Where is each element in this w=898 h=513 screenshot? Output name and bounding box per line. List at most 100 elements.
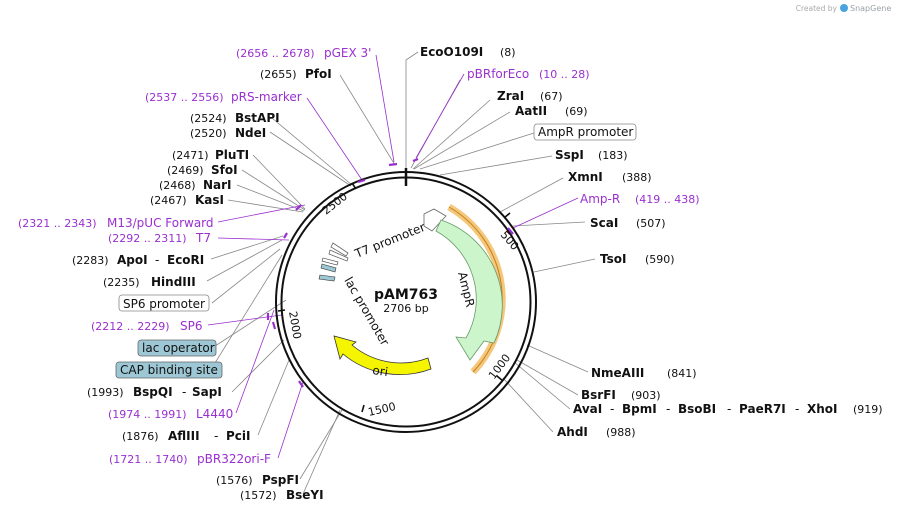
t7-promoter-arrows (328, 242, 349, 262)
label-sapi: SapI (192, 385, 222, 399)
ampr-promoter-box (533, 123, 637, 141)
label-aatii: AatII (515, 104, 547, 118)
label-xmni: XmnI (568, 170, 603, 184)
pos-prs-marker: (2537 .. 2556) (145, 91, 224, 104)
pos-scai: (507) (636, 217, 666, 230)
label-ecoo109i: EcoO109I (420, 45, 483, 59)
pos-sfoi: (2469) (167, 164, 204, 177)
label-ampr-promoter: AmpR promoter (538, 125, 633, 139)
label-ecori: EcoRI (167, 253, 204, 267)
label-bsobi: BsoBI (678, 402, 716, 416)
backbone (275, 168, 537, 433)
pos-bspqi: (1993) (87, 386, 124, 399)
pos-nmeaiii: (841) (667, 367, 697, 380)
lac-operator-box (137, 339, 217, 357)
pos-m13puc: (2321 .. 2343) (18, 217, 97, 230)
pos-pfoi: (2655) (260, 68, 297, 81)
pos-sp6: (2212 .. 2229) (91, 320, 170, 333)
label-cap-binding: CAP binding site (120, 363, 218, 377)
label-ahdi: AhdI (557, 425, 588, 439)
right-labels: EcoO109I (8) pBRforEco (10 .. 28) ZraI (… (420, 45, 883, 439)
sep-afliii: - (214, 429, 218, 443)
label-avai: AvaI (573, 402, 602, 416)
credit-brand: SnapGene (850, 4, 891, 13)
pos-pbrforeco: (10 .. 28) (539, 68, 590, 81)
label-sfoi: SfoI (211, 163, 238, 177)
ruler (277, 182, 511, 413)
label-ndei: NdeI (235, 126, 266, 140)
label-pbr322ori-f: pBR322ori-F (197, 452, 271, 466)
label-nmeaiii: NmeAIII (591, 366, 644, 380)
label-pgex3: pGEX 3' (324, 46, 371, 60)
pos-pspfi: (1576) (216, 474, 253, 487)
pos-hindiii: (2235) (103, 276, 140, 289)
pos-apoi: (2283) (72, 254, 109, 267)
label-prs-marker: pRS-marker (231, 90, 302, 104)
ampr-feature (435, 219, 503, 361)
sep-paer7i: - (795, 402, 799, 416)
pos-aatii: (69) (565, 105, 588, 118)
snapgene-logo-icon (840, 4, 848, 12)
ruler-label-2000: 2000 (286, 310, 304, 340)
cap-binding-box (115, 361, 223, 379)
label-pluti: PluTI (215, 148, 249, 162)
ori-feature (333, 335, 432, 375)
plasmid-size: 2706 bp (383, 302, 428, 315)
label-t7: T7 (195, 231, 211, 245)
sep-bpmi: - (666, 402, 670, 416)
label-zrai: ZraI (497, 89, 524, 103)
sp6-promoter-box (118, 294, 210, 312)
credit: Created by SnapGene (796, 4, 891, 13)
credit-prefix: Created by (796, 4, 838, 13)
left-labels: (2656 .. 2678) pGEX 3' (2655) PfoI (2537… (18, 46, 371, 502)
pos-xmni: (388) (622, 171, 652, 184)
label-pbrforeco: pBRforEco (467, 67, 529, 81)
ori-label: ori (372, 363, 389, 379)
pos-ahdi: (988) (606, 426, 636, 439)
label-bseyi: BseYI (286, 488, 324, 502)
pos-xhoi: (919) (853, 403, 883, 416)
pos-kasi: (2467) (150, 194, 187, 207)
label-apoi: ApoI (117, 253, 148, 267)
pos-zrai: (67) (540, 90, 563, 103)
pos-t7: (2292 .. 2311) (108, 232, 187, 245)
sep-bspqi: - (182, 385, 186, 399)
label-kasi: KasI (195, 193, 224, 207)
primer-leader-lines (207, 54, 579, 459)
primer-markers (266, 157, 514, 388)
pos-afliii: (1876) (122, 430, 159, 443)
label-xhoi: XhoI (807, 402, 838, 416)
label-sspi: SspI (555, 148, 584, 162)
label-pcii: PciI (226, 429, 251, 443)
label-sp6: SP6 (180, 319, 203, 333)
label-m13puc: M13/pUC Forward (107, 216, 214, 230)
label-hindiii: HindIII (151, 275, 196, 289)
pos-bsrfi: (903) (631, 389, 661, 402)
pos-bseyi: (1572) (240, 489, 277, 502)
pos-ndei: (2520) (190, 127, 227, 140)
pos-bstapi: (2524) (190, 112, 227, 125)
ruler-label-1000: 1000 (486, 352, 513, 382)
label-paer7i: PaeR7I (739, 402, 786, 416)
regulatory-markers (318, 257, 339, 282)
ampr-highlight-line (448, 206, 503, 373)
label-scai: ScaI (590, 216, 618, 230)
sep-bsobi: - (727, 402, 731, 416)
label-l4440: L4440 (196, 407, 233, 421)
label-amp-r: Amp-R (580, 192, 620, 206)
pos-ecoo109i: (8) (500, 46, 516, 59)
pos-nari: (2468) (159, 179, 196, 192)
label-bpmi: BpmI (622, 402, 657, 416)
label-sp6-promoter: SP6 promoter (123, 297, 205, 311)
pos-amp-r: (419 .. 438) (635, 193, 700, 206)
label-pfoi: PfoI (305, 67, 332, 81)
pos-pluti: (2471) (172, 149, 209, 162)
leader-lines (206, 51, 596, 495)
pos-sspi: (183) (598, 149, 628, 162)
label-tsoi: TsoI (600, 252, 626, 266)
label-pspfi: PspFI (262, 473, 299, 487)
plasmid-name: pAM763 (374, 287, 438, 303)
label-nari: NarI (203, 178, 232, 192)
pos-l4440: (1974 .. 1991) (108, 408, 187, 421)
